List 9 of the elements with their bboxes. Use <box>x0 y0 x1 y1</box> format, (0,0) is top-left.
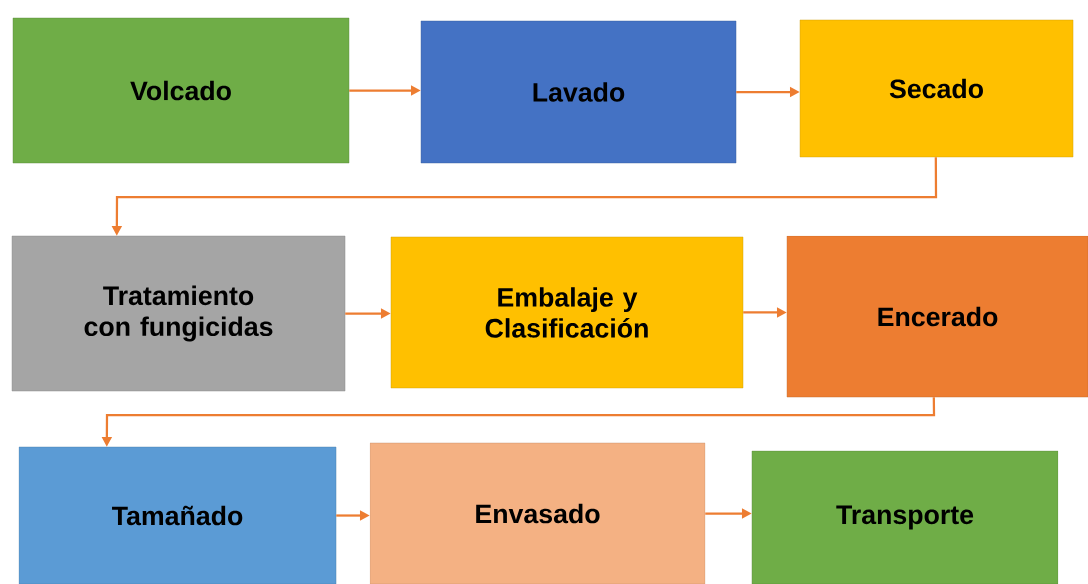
process-box: Embalaje y Clasificación <box>390 236 744 389</box>
process-box: Encerado <box>786 235 1088 398</box>
process-box: Tamañado <box>18 446 337 584</box>
process-box: Transporte <box>751 450 1059 584</box>
process-box: Secado <box>799 19 1074 158</box>
process-box: Volcado <box>12 17 350 164</box>
process-box: Tratamiento con fungicidas <box>11 235 346 392</box>
process-box: Envasado <box>369 442 706 584</box>
process-box: Lavado <box>420 20 737 164</box>
